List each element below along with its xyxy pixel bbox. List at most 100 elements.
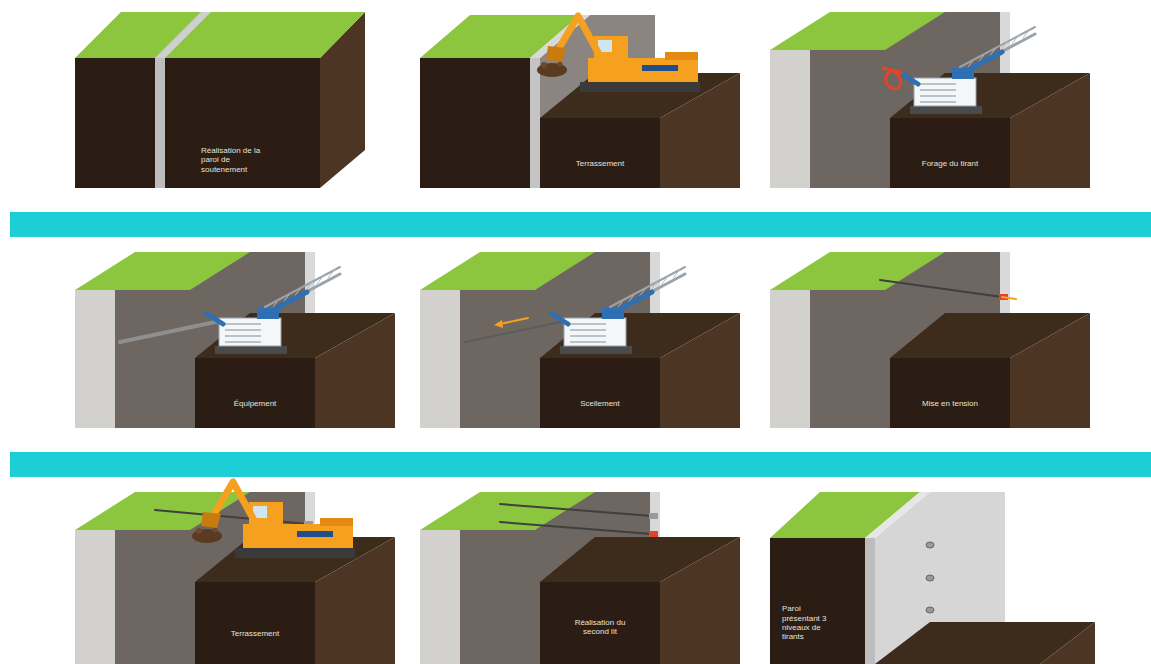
dirt-clod <box>541 62 547 68</box>
dirt-pile <box>192 529 222 543</box>
excavator-track <box>235 548 355 558</box>
anchor-head <box>649 531 658 537</box>
phase-illustration <box>75 252 395 428</box>
rig-boom <box>265 267 340 307</box>
anchor-head <box>649 513 658 519</box>
step-caption: Terrassement <box>231 629 279 638</box>
step-caption: Scellement <box>580 399 620 408</box>
anchor-head <box>926 542 934 548</box>
phase-illustration <box>770 252 1090 428</box>
ground-anchor <box>500 504 652 516</box>
dirt-pile <box>537 63 567 77</box>
soil-face-caption-box: Terrassement <box>195 582 315 664</box>
excavator-logo <box>297 531 333 537</box>
rig-mast <box>964 52 1002 72</box>
soil-block-front <box>195 582 315 664</box>
rig-lattice <box>305 282 312 291</box>
grout-arrow <box>500 318 528 324</box>
excavator-track <box>580 82 700 92</box>
excavator-body <box>588 58 698 82</box>
step-caption: Réalisation du second lit <box>567 618 633 637</box>
rig-grille <box>225 329 261 331</box>
cutaway-edge <box>420 530 460 664</box>
phase-illustration <box>770 492 1095 664</box>
divider-band <box>10 452 1151 477</box>
rig-boom <box>610 274 685 314</box>
soil-block-side <box>315 313 395 428</box>
soil-face-caption-box: Équipement <box>195 358 315 428</box>
soil-block-front <box>890 118 1010 188</box>
soil-block-front <box>540 118 660 188</box>
rig-body <box>914 78 976 106</box>
rig-grille <box>570 323 606 325</box>
soil-block-side <box>660 313 740 428</box>
excavator-counterweight <box>665 52 698 60</box>
rig-lattice <box>1000 42 1007 51</box>
drill-rod <box>882 68 902 89</box>
soil-face-caption-box: Terrassement <box>540 118 660 188</box>
dirt-clod <box>213 528 218 533</box>
rig-track <box>560 346 632 354</box>
soil-block-front <box>420 58 530 188</box>
cutaway-edge <box>75 290 115 428</box>
soil-face-caption-box: Forage du tirant <box>890 118 1010 188</box>
rig-lattice <box>328 269 335 278</box>
rig-mast <box>614 292 652 312</box>
dirt-clod <box>558 62 563 67</box>
excavator-body <box>243 524 353 548</box>
ground-surface <box>75 12 365 58</box>
rig-grille <box>570 335 606 337</box>
soil-block-front <box>540 358 660 428</box>
soil-face-caption-box: Réalisation du second lit <box>540 582 660 664</box>
rig-track <box>215 346 287 354</box>
soil-block-front <box>75 58 320 188</box>
step-caption: Forage du tirant <box>922 159 978 168</box>
soil-face-caption-box: Paroi présentant 3 niveaux de tirants <box>774 585 862 657</box>
excavator-bucket <box>546 46 566 62</box>
cutaway-edge <box>770 50 810 188</box>
rig-grille <box>920 83 956 85</box>
anchor-head <box>926 575 934 581</box>
retaining-wall-top <box>155 12 211 58</box>
excavator-counterweight <box>320 518 353 526</box>
ground-anchor <box>880 280 1002 297</box>
rig-lattice <box>1012 35 1019 44</box>
ground-surface <box>420 252 595 290</box>
retaining-wall <box>865 538 875 664</box>
rig-arm <box>207 314 223 324</box>
cutaway-edge <box>420 290 460 428</box>
cutaway-edge <box>75 530 115 664</box>
step-caption: Terrassement <box>576 159 624 168</box>
rig-grille <box>920 89 956 91</box>
rig-body <box>219 318 281 346</box>
soil-block-front <box>890 358 1010 428</box>
soil-block-side <box>1010 73 1090 188</box>
excavation-floor <box>875 622 1095 664</box>
rig-boom <box>610 267 685 307</box>
soil-block-front <box>770 538 865 664</box>
retaining-wall-top <box>865 492 930 538</box>
phase-illustration <box>75 12 365 188</box>
soil-face-caption-box: Réalisation de la paroi de soutenement <box>195 128 320 188</box>
rig-grille <box>570 341 606 343</box>
phase-illustration <box>420 15 740 188</box>
grout-arrowhead <box>494 320 503 328</box>
rig-grille <box>920 95 956 97</box>
rig-grille <box>225 335 261 337</box>
rig-lattice <box>662 275 669 284</box>
rig-boom <box>960 27 1035 67</box>
step-caption: Mise en tension <box>922 399 978 408</box>
step-caption: Équipement <box>234 399 277 408</box>
rig-lattice <box>650 282 657 291</box>
retaining-wall <box>155 58 165 188</box>
phase-illustration <box>770 12 1090 188</box>
anchor-tendon <box>120 320 225 342</box>
rig-boom <box>265 274 340 314</box>
anchor-tendon <box>465 320 570 342</box>
rig-track <box>910 106 982 114</box>
excavator-bucket <box>201 512 221 528</box>
rig-grille <box>225 323 261 325</box>
phase-illustration <box>420 252 740 428</box>
